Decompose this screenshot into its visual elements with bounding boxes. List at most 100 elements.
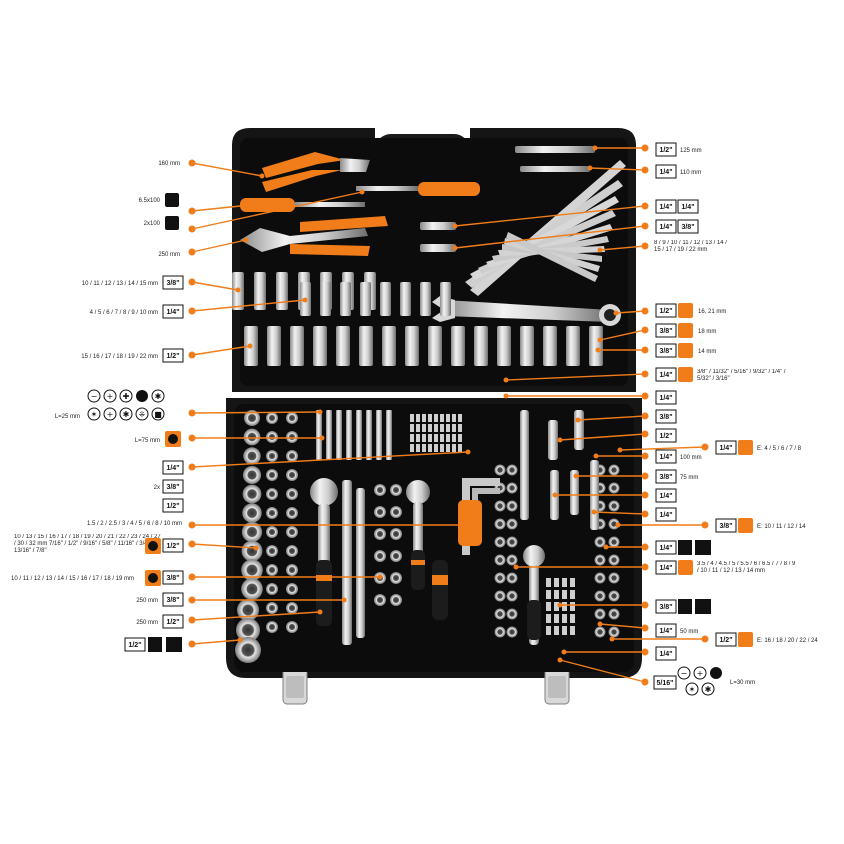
label-screwdriver-flat: 6.5x100 xyxy=(139,198,161,204)
callout-dot xyxy=(513,564,519,570)
pliers-250 xyxy=(240,216,388,256)
socket-large xyxy=(237,599,259,621)
callout-dot xyxy=(641,491,649,499)
box-ext-75: 3/8" xyxy=(659,474,672,481)
socket xyxy=(241,540,263,562)
label-screwdriver-ph: 2x100 xyxy=(144,221,161,227)
socket xyxy=(286,507,298,519)
socket xyxy=(286,583,298,595)
callout-dot xyxy=(188,248,196,256)
socket xyxy=(608,464,620,476)
callout-dot xyxy=(465,449,471,455)
callout-dot xyxy=(188,307,196,315)
deep-socket xyxy=(566,326,580,366)
callouts-right xyxy=(452,144,709,686)
bit xyxy=(446,414,450,422)
callout-line xyxy=(191,204,251,212)
bit xyxy=(554,626,559,635)
socket xyxy=(608,608,620,620)
ratchet-3[interactable] xyxy=(523,545,545,645)
bit xyxy=(458,444,462,452)
socket xyxy=(286,526,298,538)
socket xyxy=(494,626,506,638)
bit xyxy=(440,444,444,452)
socket xyxy=(506,518,518,530)
callout-dot xyxy=(552,492,558,498)
svg-text:✶: ✶ xyxy=(91,410,98,419)
socket xyxy=(594,536,606,548)
socket xyxy=(506,482,518,494)
box-adapter-12: 1/2" xyxy=(166,503,179,510)
deep-socket xyxy=(497,326,511,366)
bit xyxy=(434,434,438,442)
socket xyxy=(374,550,386,562)
socket xyxy=(266,412,278,424)
deep-socket xyxy=(254,272,266,310)
callout-dot xyxy=(452,223,458,229)
box-adapt-a2: 1/4" xyxy=(681,204,694,211)
callout-dot xyxy=(597,247,603,253)
bit xyxy=(410,444,414,452)
callout-dot xyxy=(253,545,259,551)
box-ext-125: 1/2" xyxy=(659,147,672,154)
left-labels: 160 mm 6.5x100 2x100 250 mm 10 / 11 / 12… xyxy=(11,161,182,626)
screwdriver-phillips xyxy=(356,182,480,196)
bit xyxy=(440,414,444,422)
callout-dot xyxy=(188,225,196,233)
svg-text:+: + xyxy=(107,392,114,401)
callout-dot xyxy=(188,521,196,529)
svg-text:+: + xyxy=(107,410,114,419)
callout-dot xyxy=(641,346,649,354)
socket xyxy=(594,608,606,620)
label-hex-keys: 1.5 / 2 / 2.5 / 3 / 4 / 5 / 6 / 8 / 10 m… xyxy=(87,521,182,527)
bit xyxy=(416,434,420,442)
socket xyxy=(374,528,386,540)
socket xyxy=(494,500,506,512)
callout-dot xyxy=(317,609,323,615)
callout-line xyxy=(619,446,706,451)
callout-dot xyxy=(188,573,196,581)
socket xyxy=(266,545,278,557)
callout-line xyxy=(615,310,646,314)
deep-socket xyxy=(336,326,350,366)
screwdriver-bit-handle[interactable] xyxy=(432,560,448,620)
callout-line xyxy=(593,511,646,515)
socket xyxy=(608,590,620,602)
callout-line xyxy=(191,639,241,645)
box-deep-14: 1/4" xyxy=(166,309,179,316)
socket xyxy=(241,521,263,543)
socket xyxy=(266,507,278,519)
long-bit xyxy=(376,410,382,460)
callout-dot xyxy=(319,435,325,441)
callout-dot xyxy=(188,207,196,215)
socket xyxy=(242,484,262,504)
socket xyxy=(494,518,506,530)
deep-socket xyxy=(474,326,488,366)
callout-dot xyxy=(641,624,649,632)
box-spark-38: 3/8" xyxy=(659,328,672,335)
bit xyxy=(410,434,414,442)
socket xyxy=(266,621,278,633)
socket xyxy=(608,572,620,584)
callout-line xyxy=(191,543,257,549)
callout-dot xyxy=(188,434,196,442)
label-deep-12: 15 / 16 / 17 / 18 / 19 / 22 mm xyxy=(81,354,158,360)
box-r6: 1/4" xyxy=(659,545,672,552)
socket xyxy=(244,410,260,426)
callout-dot xyxy=(641,472,649,480)
bit xyxy=(416,424,420,432)
box-spark-38b: 3/8" xyxy=(659,348,672,355)
callout-dot xyxy=(587,165,593,171)
label-sockets-12: 10 / 13 / 15 / 16 / 17 / 18 / 19 / 20 / … xyxy=(14,534,161,554)
bit xyxy=(452,434,456,442)
ratchet-2[interactable] xyxy=(406,480,430,590)
callout-dot xyxy=(641,242,649,250)
callout-dot xyxy=(188,640,196,648)
extension-bar-1 xyxy=(342,480,352,645)
socket xyxy=(286,431,298,443)
callout-dot xyxy=(701,521,709,529)
callout-dot xyxy=(603,544,609,550)
box-deep-12: 1/2" xyxy=(166,353,179,360)
socket-large xyxy=(235,637,261,663)
callout-dot xyxy=(641,307,649,315)
